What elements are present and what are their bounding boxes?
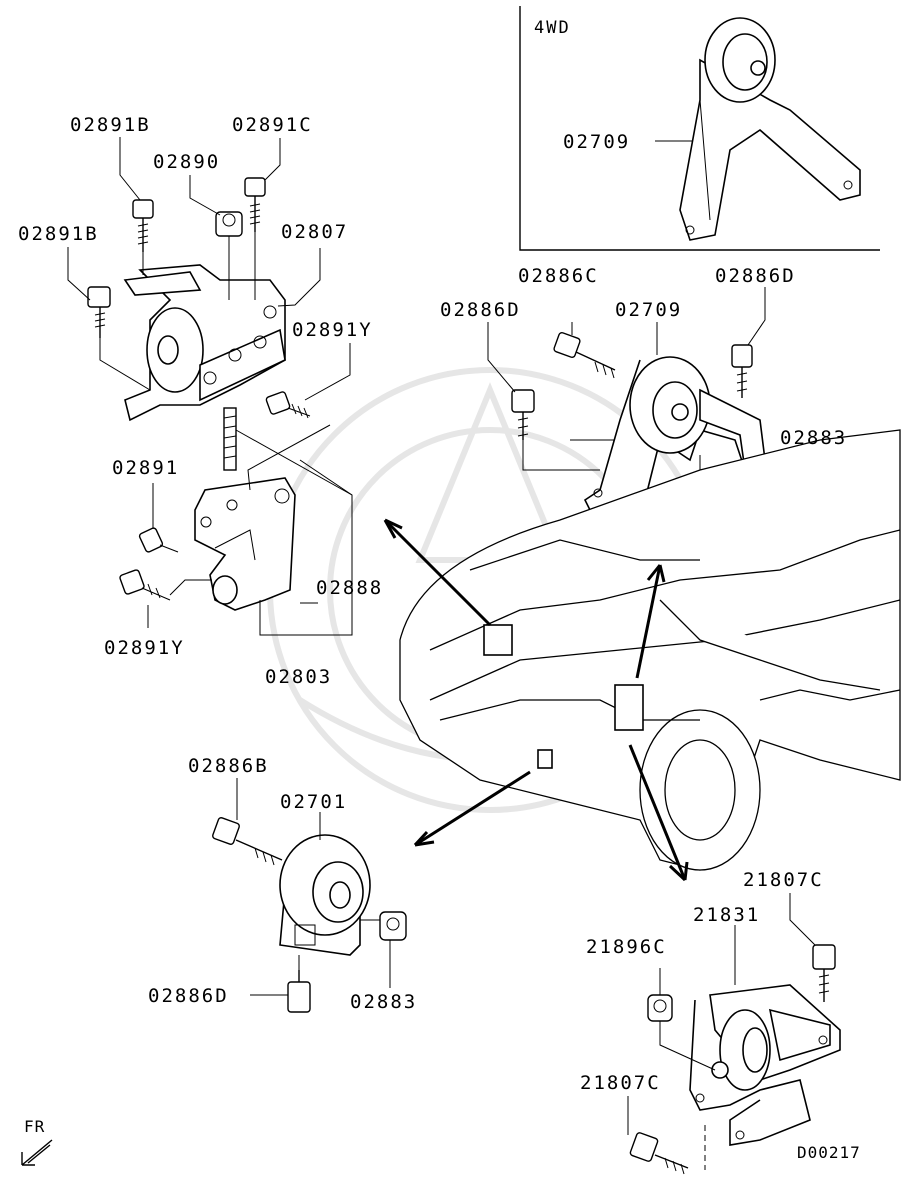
part-label-02890: 02890 (153, 151, 221, 173)
part-label-02891C: 02891C (232, 114, 313, 136)
part-label-02891Y-right: 02891Y (292, 319, 373, 341)
bolt-02891 (138, 527, 179, 553)
nut-21896C (647, 994, 673, 1022)
bolt-02886D-right (731, 344, 753, 398)
diagram-id: D00217 (797, 1143, 861, 1162)
front-direction-arrow (21, 1139, 53, 1166)
nut-02890 (215, 211, 243, 237)
bolt-21807C-top (812, 944, 836, 1002)
part-label-4wd-02709: 02709 (563, 131, 631, 153)
part-label-02886B: 02886B (188, 755, 269, 777)
bolt-02886B (212, 817, 283, 866)
rear-mount-21831 (689, 984, 841, 1146)
variant-label: 4WD (534, 18, 571, 38)
part-label-02886D-bottom: 02886D (148, 985, 229, 1007)
part-label-02886D-mid: 02886D (440, 299, 521, 321)
bolt-02886D-mid (511, 389, 535, 440)
inset-frame (519, 6, 880, 251)
car-body-sketch (399, 429, 901, 871)
part-label-02803: 02803 (265, 666, 333, 688)
bolt-21807C-bottom (629, 1132, 689, 1175)
bolt-02891Y-right (265, 391, 311, 419)
bolt-02886D-bottom (287, 970, 311, 1013)
part-label-02891B-top: 02891B (70, 114, 151, 136)
part-label-02891B-left: 02891B (18, 223, 99, 245)
part-label-02886C: 02886C (518, 265, 599, 287)
lower-bracket-02803 (194, 477, 296, 611)
part-label-02883-right: 02883 (780, 427, 848, 449)
nut-02883-bottom (379, 911, 407, 941)
bolt-02886C (553, 331, 616, 379)
part-label-02891Y-left: 02891Y (104, 637, 185, 659)
part-label-21896C: 21896C (586, 936, 667, 958)
part-label-02891: 02891 (112, 457, 180, 479)
bolt-02891C (244, 177, 266, 232)
part-label-21807C-top: 21807C (743, 869, 824, 891)
part-label-21831: 21831 (693, 904, 761, 926)
part-label-02883-bottom: 02883 (350, 991, 418, 1013)
bolt-02891B-left (87, 286, 111, 338)
inset-mount-bracket (679, 17, 861, 241)
pointer-arrows (383, 518, 689, 882)
bolt-02891B-top (132, 199, 154, 252)
stud (223, 407, 237, 471)
part-label-02888: 02888 (316, 577, 384, 599)
direction-label: FR (24, 1117, 46, 1136)
bolt-02891Y-left (119, 569, 171, 601)
part-label-02709: 02709 (615, 299, 683, 321)
upper-mount-assembly (123, 264, 286, 422)
part-label-02886D-right: 02886D (715, 265, 796, 287)
part-label-02701: 02701 (280, 791, 348, 813)
part-label-02807: 02807 (281, 221, 349, 243)
front-mount-02701 (279, 834, 371, 956)
part-label-21807C-bottom: 21807C (580, 1072, 661, 1094)
